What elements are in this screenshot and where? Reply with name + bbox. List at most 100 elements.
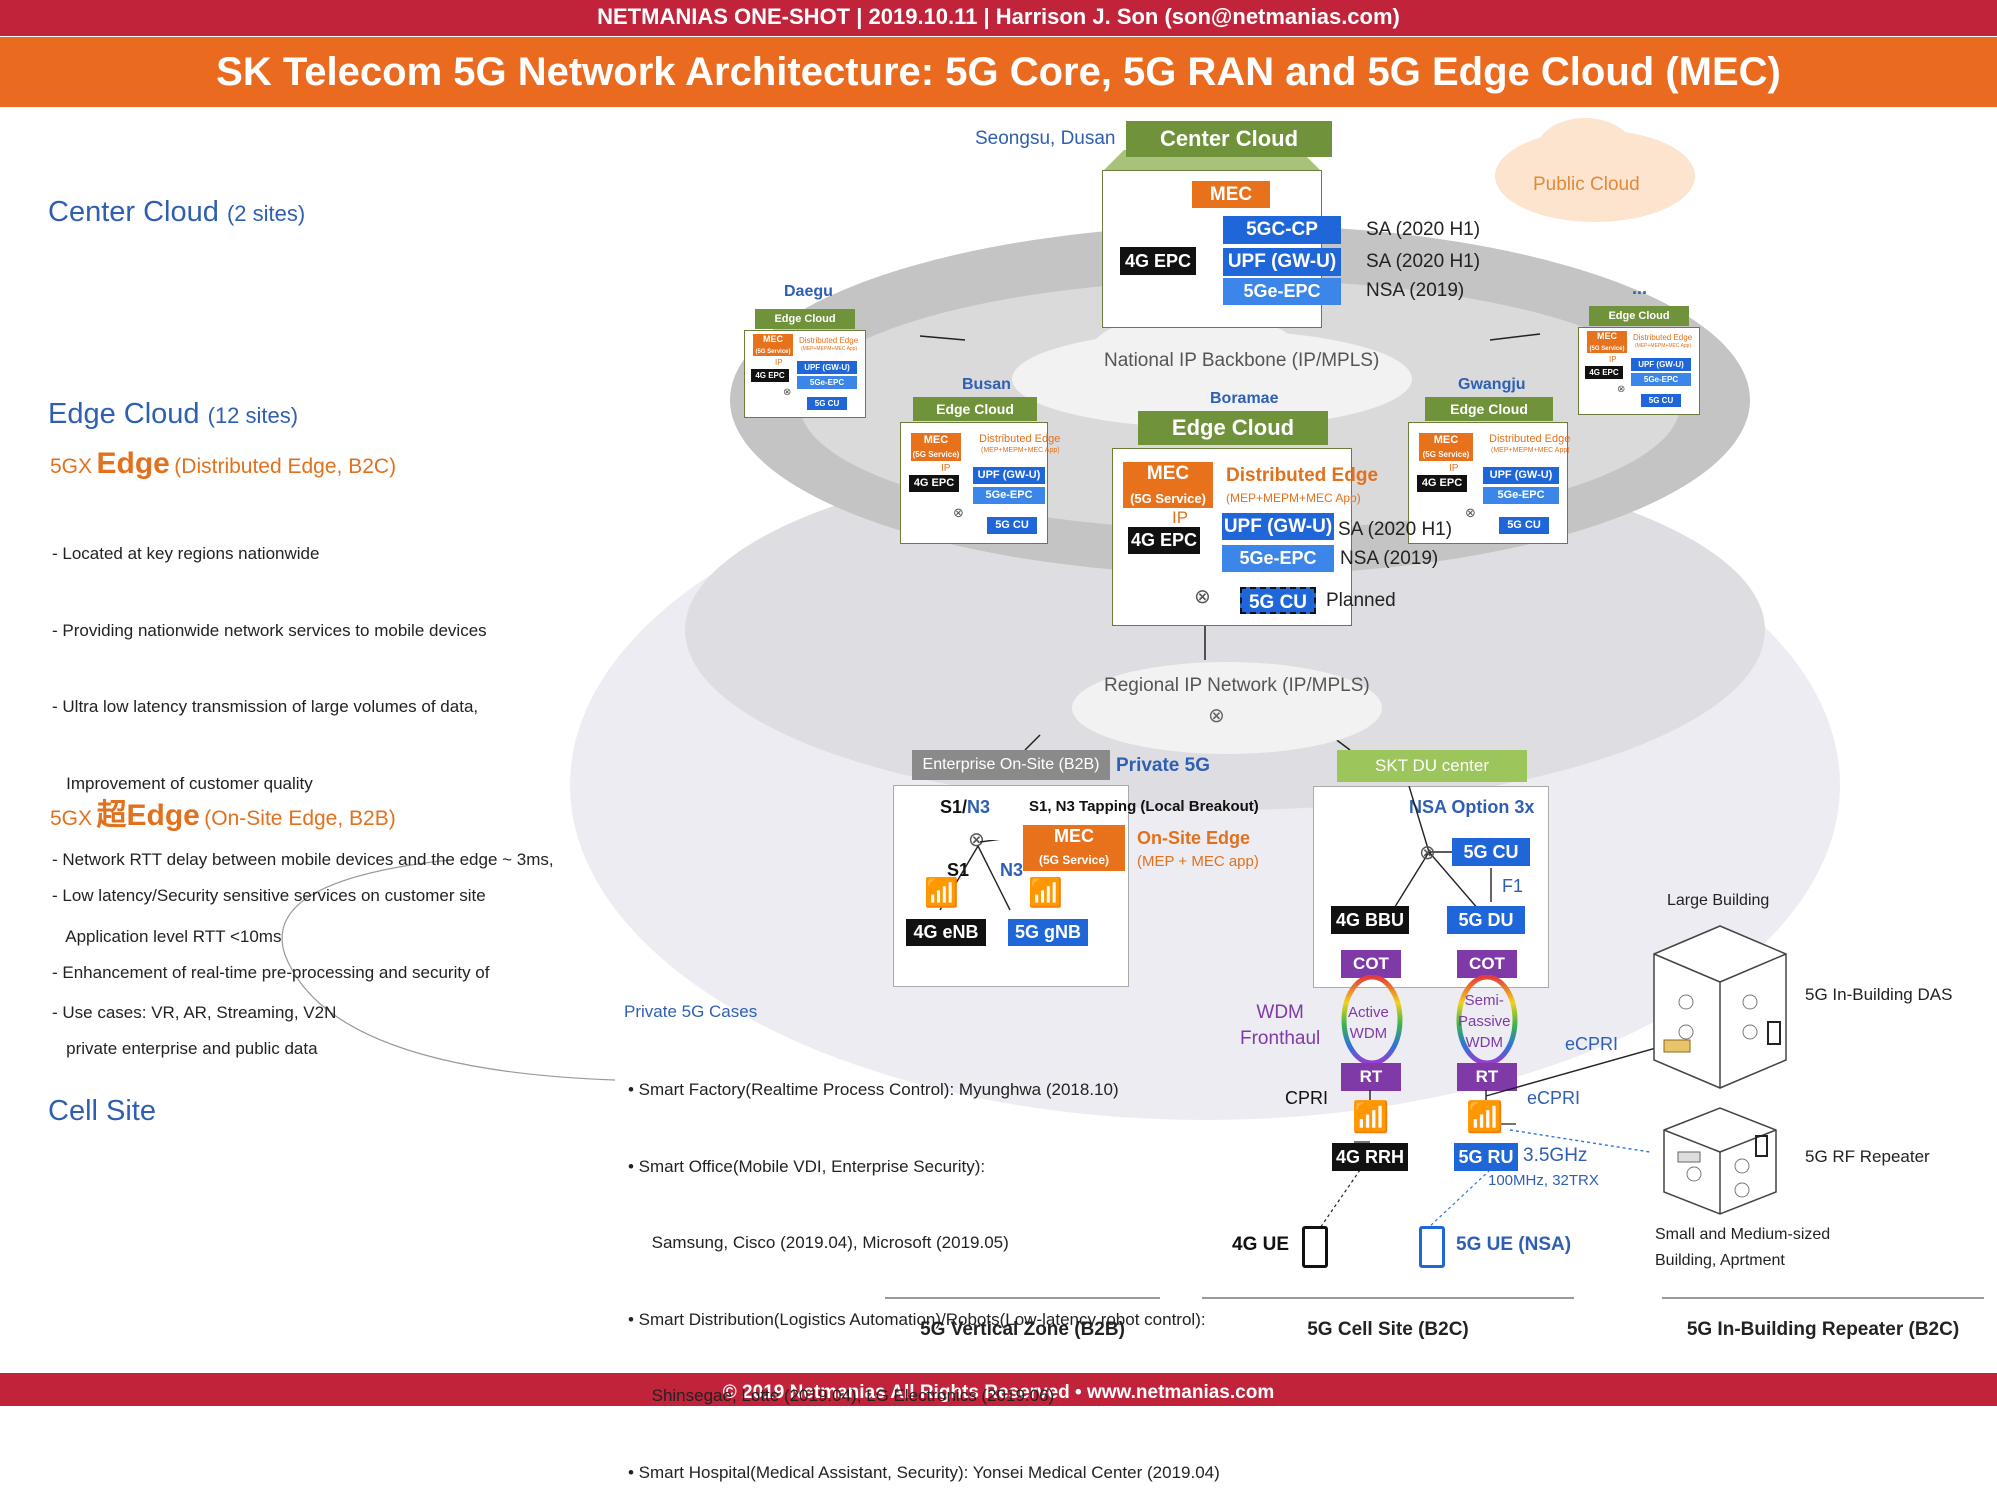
cell-4g-rrh: 4G RRH: [1332, 1143, 1408, 1171]
edge-dist-sub-more: (MEP+MEPM+MEC App): [1635, 343, 1692, 349]
edge-mec-sub: (5G Service): [912, 450, 960, 459]
das-label: 5G In-Building DAS: [1805, 985, 1953, 1004]
edge-bullet: - Ultra low latency transmission of larg…: [52, 697, 479, 716]
router-icon: ⊗: [968, 829, 985, 851]
ue-5g-label: 5G UE (NSA): [1456, 1234, 1572, 1255]
edge-dist-more: Distributed Edge: [1633, 333, 1693, 342]
edge-4g-epc-gwangju: 4G EPC: [1417, 475, 1467, 492]
enterprise-mec: MEC(5G Service): [1023, 825, 1125, 871]
small-building-line: Small and Medium-sized: [1655, 1226, 1831, 1243]
edge-bullet: Improvement of customer quality: [52, 773, 313, 793]
rf-repeater-label: 5G RF Repeater: [1805, 1147, 1930, 1166]
private-cases-title: Private 5G Cases: [624, 1002, 758, 1021]
onsite-edge-label: On-Site Edge: [1137, 828, 1251, 848]
big-edge-5ge-epc: 5Ge-EPC: [1222, 545, 1334, 572]
edge-header-gwangju: Edge Cloud: [1425, 397, 1553, 421]
du-cot-2: COT: [1457, 950, 1517, 978]
big-edge-4g-epc: 4G EPC: [1128, 527, 1200, 554]
edge-dist-sub-busan: (MEP+MEPM+MEC App): [981, 447, 1060, 454]
super-edge-desc: (On-Site Edge, B2B): [204, 807, 396, 830]
cell-bandwidth: 100MHz, 32TRX: [1488, 1172, 1599, 1189]
edge-cloud-tier-label: Edge Cloud: [48, 398, 200, 430]
big-edge-ip: IP: [1172, 508, 1189, 527]
onsite-edge-sub: (MEP + MEC app): [1137, 853, 1259, 870]
semi-passive-wdm-label: Semi- Passive WDM: [1458, 990, 1511, 1053]
edge-mec-gwangju: MEC(5G Service): [1419, 433, 1473, 461]
du-rt-1: RT: [1341, 1063, 1401, 1091]
edge-dist-gwangju: Distributed Edge: [1489, 433, 1571, 445]
edge-bullet: Application level RTT <10ms: [52, 926, 282, 946]
center-cloud-tier-label: Center Cloud: [48, 196, 219, 228]
cell-freq: 3.5GHz: [1523, 1145, 1588, 1166]
enterprise-n3: N3: [1000, 860, 1024, 880]
edge-mec-label: MEC: [1433, 434, 1459, 446]
private-cases-list: • Smart Factory(Realtime Process Control…: [628, 1026, 1220, 1511]
edge-dist-busan: Distributed Edge: [979, 433, 1061, 445]
public-cloud-label: Public Cloud: [1533, 174, 1640, 195]
zone-cell-site: 5G Cell Site (B2C): [1307, 1319, 1469, 1340]
enterprise-5g-gnb: 5G gNB: [1008, 919, 1088, 946]
private-case-line: Samsung, Cisco (2019.04), Microsoft (201…: [628, 1233, 1009, 1252]
du-cot-1: COT: [1341, 950, 1401, 978]
private-case-line: • Smart Factory(Realtime Process Control…: [628, 1080, 1119, 1099]
edge-cloud-tier: Edge Cloud (12 sites): [48, 398, 298, 431]
ue-4g-label: 4G UE: [1232, 1234, 1290, 1255]
center-upf: UPF (GW-U): [1223, 248, 1341, 276]
edge-box-busan: Edge Cloud MEC(5G Service) Distributed E…: [900, 397, 1060, 544]
edge-bullet: - Use cases: VR, AR, Streaming, V2N: [52, 1003, 337, 1022]
active-wdm-label: Active WDM: [1348, 1002, 1389, 1044]
big-edge-upf: UPF (GW-U): [1222, 513, 1334, 540]
super-edge-name: 超Edge: [96, 799, 200, 832]
enterprise-tapping: S1, N3 Tapping (Local Breakout): [1029, 798, 1259, 815]
phone-icon: [1419, 1226, 1445, 1268]
private-case-line: • Smart Distribution(Logistics Automatio…: [628, 1309, 1206, 1329]
antenna-icon: 📶: [924, 877, 959, 908]
small-building-line: Building, Aprtment: [1655, 1252, 1785, 1269]
big-edge-dist-sub: (MEP+MEPM+MEC App): [1226, 491, 1361, 505]
edge-dist-daegu: Distributed Edge: [799, 336, 859, 345]
header-strip: NETMANIAS ONE-SHOT | 2019.10.11 | Harris…: [0, 0, 1997, 36]
du-nsa-option: NSA Option 3x: [1409, 797, 1535, 817]
edge-mec-sub: (5G Service): [1589, 346, 1625, 352]
edge-mec-daegu: MEC(5G Service): [753, 334, 793, 356]
edge-5gx-prefix: 5GX: [50, 455, 93, 478]
center-nsa: NSA (2019): [1366, 280, 1465, 301]
wdm-fronthaul-line: WDM: [1256, 1002, 1304, 1023]
big-edge-header: Edge Cloud: [1138, 411, 1328, 445]
small-building-icon: [1663, 1107, 1777, 1215]
edge-cu-busan: 5G CU: [987, 517, 1037, 534]
enterprise-mec-label: MEC: [1054, 826, 1094, 846]
big-edge-nsa: NSA (2019): [1340, 548, 1439, 569]
du-center-header: SKT DU center: [1337, 750, 1527, 782]
super-edge-prefix: 5GX: [50, 807, 93, 830]
edge-cu-more: 5G CU: [1641, 394, 1681, 407]
edge-5ge-epc-busan: 5Ge-EPC: [973, 487, 1045, 504]
du-rt-2: RT: [1457, 1063, 1517, 1091]
edge-upf-busan: UPF (GW-U): [973, 467, 1045, 484]
big-edge-mec-sub: (5G Service): [1130, 491, 1206, 506]
du-4g-bbu: 4G BBU: [1331, 906, 1409, 934]
edge-5gx-name: Edge: [96, 447, 170, 480]
enterprise-lines: [939, 840, 1011, 911]
center-cloud-tier: Center Cloud (2 sites): [48, 196, 305, 229]
router-icon: ⊗: [783, 387, 792, 398]
edge-5ge-epc-more: 5Ge-EPC: [1631, 373, 1691, 386]
router-icon: ⊗: [1208, 705, 1225, 727]
edge-5ge-epc-daegu: 5Ge-EPC: [797, 376, 857, 389]
wdm-fronthaul-line: Fronthaul: [1240, 1028, 1321, 1049]
enterprise-box: [893, 785, 1129, 987]
active-wdm-line: WDM: [1349, 1025, 1388, 1042]
big-edge-dist: Distributed Edge: [1226, 465, 1379, 486]
edge-upf-daegu: UPF (GW-U): [797, 361, 857, 374]
router-icon: ⊗: [1419, 842, 1436, 864]
center-sa-2: SA (2020 H1): [1366, 251, 1481, 272]
super-edge-bullets: - Low latency/Security sensitive service…: [52, 832, 489, 1087]
site-daegu: Daegu: [784, 283, 833, 300]
edge-mec-busan: MEC(5G Service): [911, 433, 961, 461]
edge-ip-more: IP: [1609, 355, 1617, 364]
big-edge-cu: 5G CU: [1240, 587, 1316, 614]
big-edge-mec: MEC(5G Service): [1123, 462, 1213, 508]
edge-ip-busan: IP: [941, 463, 951, 474]
super-edge-bullet: - Enhancement of real-time pre-processin…: [52, 962, 490, 982]
du-5g-cu: 5G CU: [1452, 838, 1530, 866]
